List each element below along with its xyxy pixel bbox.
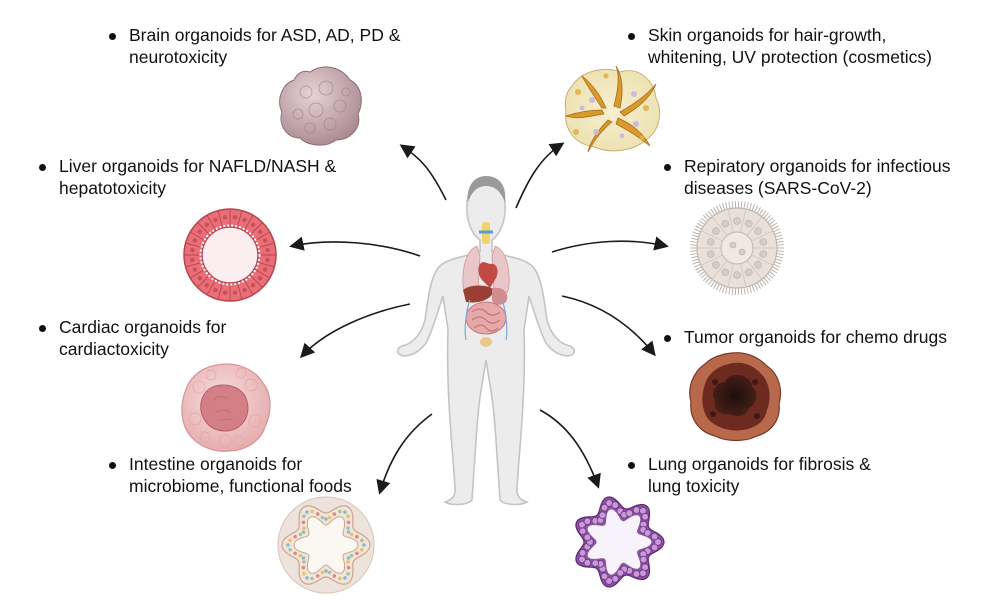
arrow-to-cardiac: [300, 303, 411, 359]
intestine-organoid-illustration: [277, 496, 375, 594]
skin-organoid-illustration: [564, 65, 661, 153]
bullet-icon: [39, 164, 46, 171]
cardiac-label-line2: cardiactoxicity: [59, 338, 169, 359]
skin-organoid-label: Skin organoids for hair-growth, whitenin…: [628, 25, 932, 68]
arrow-to-respiratory: [551, 236, 669, 253]
brain-label-line1: Brain organoids for ASD, AD, PD &: [129, 25, 401, 45]
bullet-icon: [628, 462, 635, 469]
tumor-label-line1: Tumor organoids for chemo drugs: [684, 327, 947, 347]
arrow-to-lung: [539, 409, 601, 489]
arrow-to-skin: [515, 142, 565, 209]
respiratory-label-line1: Repiratory organoids for infectious: [684, 156, 951, 176]
respiratory-organoid-label: Repiratory organoids for infectious dise…: [664, 156, 951, 199]
bullet-icon: [664, 164, 671, 171]
lung-organoid-label: Lung organoids for fibrosis & lung toxic…: [628, 454, 871, 497]
bullet-icon: [109, 33, 116, 40]
intestine-organoid-label: Intestine organoids for microbiome, func…: [109, 454, 352, 497]
bullet-icon: [39, 325, 46, 332]
tumor-organoid-label: Tumor organoids for chemo drugs: [664, 327, 947, 349]
brain-organoid-label: Brain organoids for ASD, AD, PD & neurot…: [109, 25, 401, 68]
liver-organoid-label: Liver organoids for NAFLD/NASH & hepatot…: [39, 156, 337, 199]
lung-label-line1: Lung organoids for fibrosis &: [648, 454, 871, 474]
arrow-to-tumor: [561, 295, 656, 357]
intestine-label-line1: Intestine organoids for: [129, 454, 303, 474]
brain-organoid-illustration: [279, 66, 362, 146]
liver-label-line1: Liver organoids for NAFLD/NASH &: [59, 156, 337, 176]
bullet-icon: [109, 462, 116, 469]
bullet-icon: [664, 335, 671, 342]
liver-organoid-illustration: [183, 208, 277, 302]
cardiac-organoid-label: Cardiac organoids for cardiactoxicity: [39, 317, 227, 360]
arrow-to-liver: [289, 236, 421, 257]
cardiac-organoid-illustration: [181, 363, 271, 452]
respiratory-organoid-illustration: [690, 201, 784, 295]
intestine-label-line2: microbiome, functional foods: [129, 475, 352, 496]
liver-label-line2: hepatotoxicity: [59, 177, 167, 198]
skin-label-line2: whitening, UV protection (cosmetics): [648, 46, 932, 67]
respiratory-label-line2: diseases (SARS-CoV-2): [684, 177, 872, 198]
lung-label-line2: lung toxicity: [648, 475, 740, 496]
brain-label-line2: neurotoxicity: [129, 46, 228, 67]
arrow-to-intestine: [376, 413, 433, 495]
human-body-figure: [396, 176, 576, 506]
tumor-organoid-illustration: [689, 352, 782, 442]
cardiac-label-line1: Cardiac organoids for: [59, 317, 227, 337]
lung-organoid-illustration: [575, 496, 665, 588]
arrows: [289, 142, 669, 495]
skin-label-line1: Skin organoids for hair-growth,: [648, 25, 887, 45]
bullet-icon: [628, 33, 635, 40]
arrow-to-brain: [399, 144, 447, 201]
